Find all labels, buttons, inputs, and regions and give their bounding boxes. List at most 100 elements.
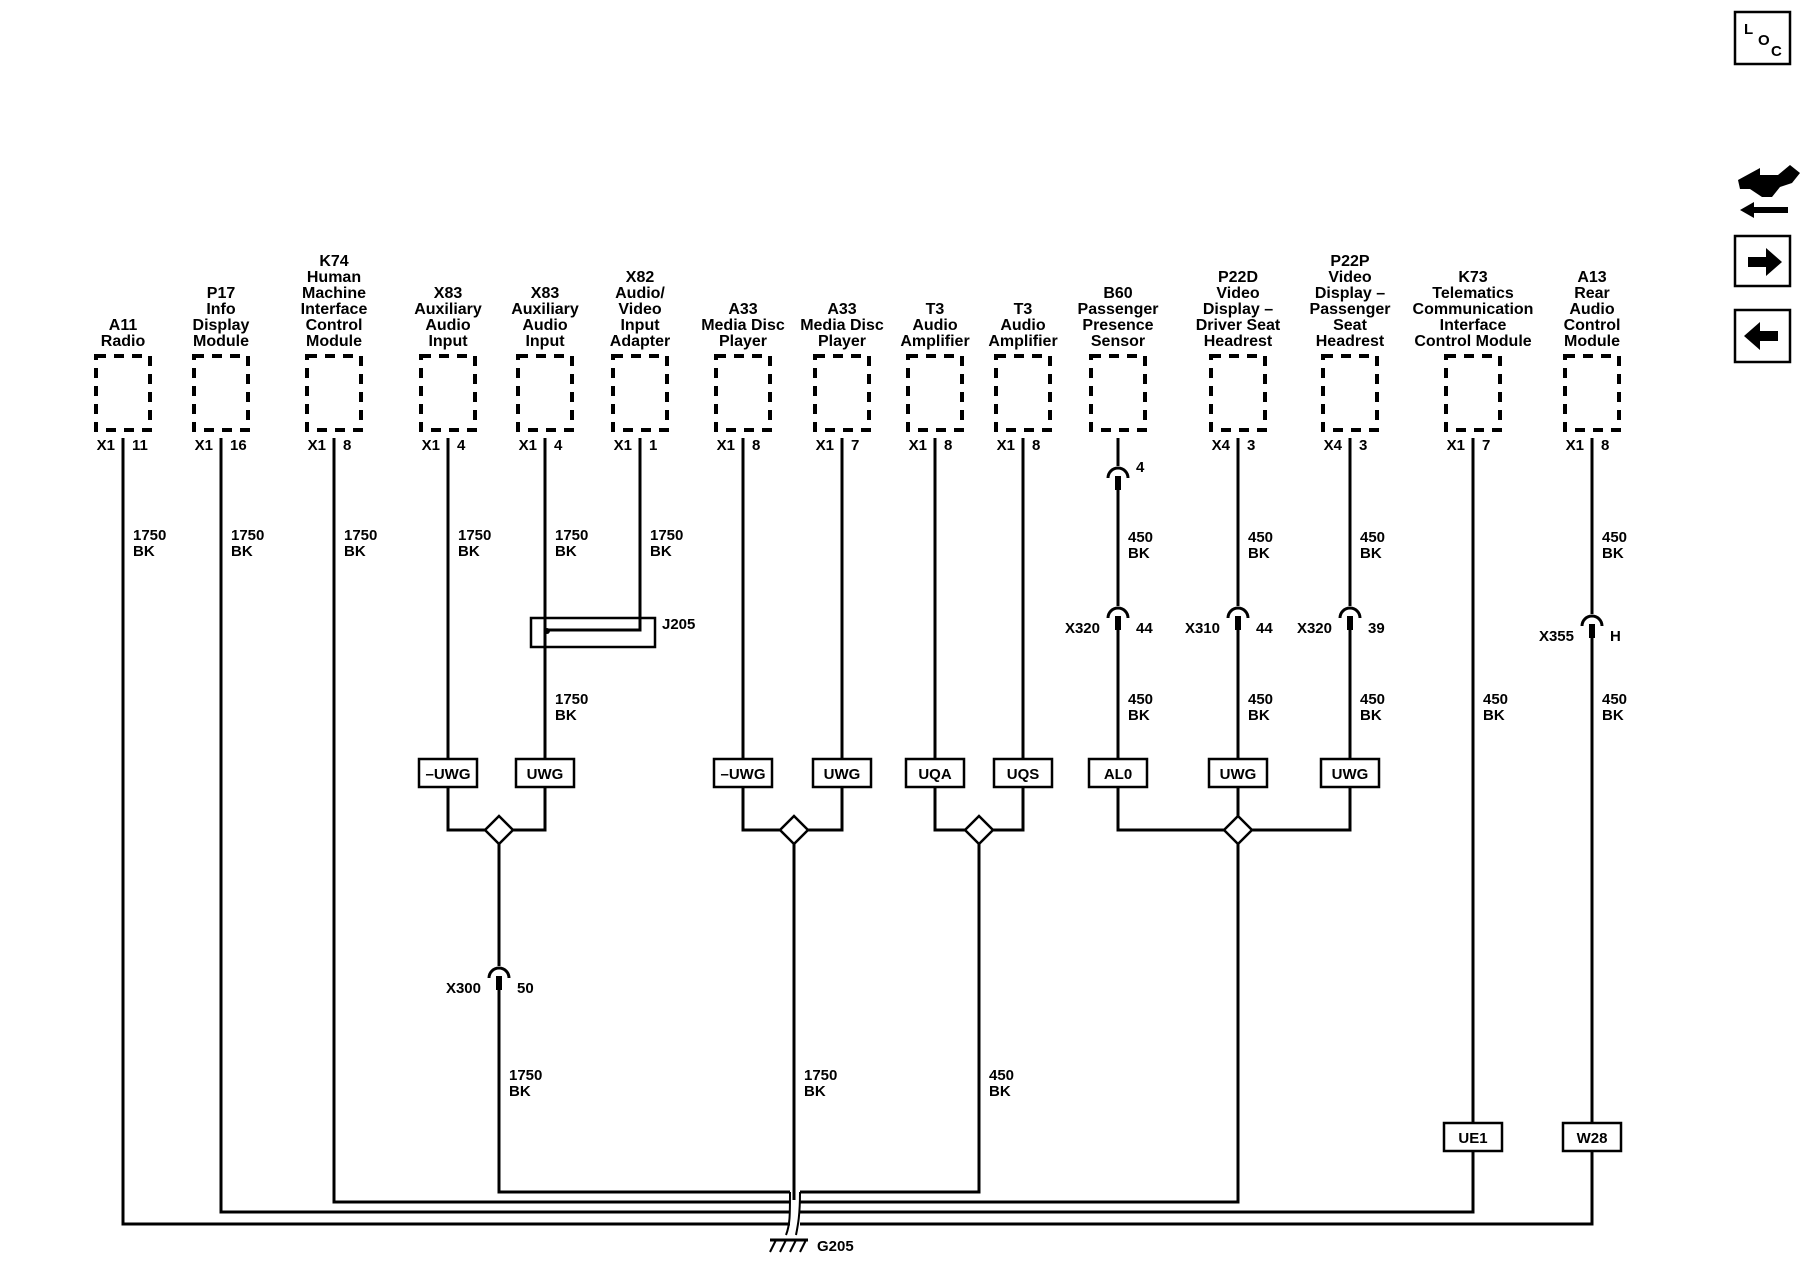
arrow-left-button[interactable]	[1733, 308, 1792, 364]
component-title-line: X83	[531, 285, 560, 302]
connector-label: X1	[1566, 437, 1584, 454]
component-title-line: A13	[1577, 269, 1606, 286]
connector-label: X4	[1212, 437, 1231, 454]
pin-label: 4	[554, 437, 563, 454]
component-title-line: Interface	[301, 301, 368, 318]
pin-label: 8	[752, 437, 760, 454]
connector-label: X1	[717, 437, 735, 454]
wire-gauge-label: BK	[804, 1083, 826, 1100]
option-code-label: UQS	[1007, 766, 1040, 783]
component-title-line: T3	[926, 301, 945, 318]
component-k73: K73TelematicsCommunicationInterfaceContr…	[1413, 269, 1534, 454]
component-title-line: X82	[626, 269, 655, 286]
component-title-line: Control	[306, 317, 363, 334]
component-title-line: Module	[306, 333, 362, 350]
connector-label: X1	[422, 437, 440, 454]
option-code-box: –UWG	[712, 757, 774, 789]
wire-gauge-label: 1750	[555, 691, 588, 708]
wire-gauge-label: BK	[650, 543, 672, 560]
option-code-label: UE1	[1458, 1130, 1487, 1147]
option-code-label: –UWG	[721, 766, 766, 783]
wire-gauge-label: 450	[989, 1067, 1014, 1084]
junctions	[483, 814, 1254, 846]
component-title-line: Video	[1328, 269, 1372, 286]
component-title-line: Control	[1564, 317, 1621, 334]
wire-labels: 1750BK1750BK1750BK1750BK1750BK1750BK1750…	[133, 527, 1627, 1100]
inline-connector-name: X300	[446, 980, 481, 997]
component-box	[906, 354, 964, 432]
wire-gauge-label: 1750	[509, 1067, 542, 1084]
component-title-line: Display –	[1203, 301, 1273, 318]
component-box	[611, 354, 669, 432]
option-code-box: UQS	[992, 757, 1054, 789]
wire-gauge-label: 1750	[133, 527, 166, 544]
component-title-line: Control Module	[1414, 333, 1531, 350]
component-title-line: K74	[319, 253, 348, 270]
component-title-line: Headrest	[1316, 333, 1385, 350]
wire-gauge-label: 450	[1483, 691, 1508, 708]
component-title-line: Driver Seat	[1196, 317, 1281, 334]
splice-j205: J205	[529, 616, 695, 649]
wire-gauge-label: 1750	[650, 527, 683, 544]
component-title-line: Radio	[101, 333, 146, 350]
component-title-line: Seat	[1333, 317, 1367, 334]
connector-label: X1	[97, 437, 115, 454]
component-title-line: Human	[307, 269, 361, 286]
component-box	[813, 354, 871, 432]
wires	[121, 438, 1594, 1226]
component-box	[1089, 354, 1147, 432]
connector-label: X1	[1447, 437, 1465, 454]
wire-gauge-label: BK	[509, 1083, 531, 1100]
wire-gauge-label: BK	[344, 543, 366, 560]
component-box	[516, 354, 574, 432]
option-code-box: UWG	[514, 757, 576, 789]
pin-label: 8	[1601, 437, 1609, 454]
pin-label: 3	[1359, 437, 1367, 454]
component-title-line: Amplifier	[900, 333, 969, 350]
component-title-line: X83	[434, 285, 463, 302]
wire-gauge-label: BK	[555, 707, 577, 724]
wire-gauge-label: BK	[1248, 545, 1270, 562]
inline-connector-name: X320	[1297, 620, 1332, 637]
component-title-line: K73	[1458, 269, 1487, 286]
component-box	[1209, 354, 1267, 432]
connector-label: X1	[614, 437, 632, 454]
component-title-line: Module	[1564, 333, 1620, 350]
component-box	[419, 354, 477, 432]
option-code-box: UWG	[1207, 757, 1269, 789]
arrow-right-button[interactable]	[1733, 234, 1792, 288]
component-title-line: P22D	[1218, 269, 1258, 286]
connector-label: X4	[1324, 437, 1343, 454]
pin-label: 1	[649, 437, 657, 454]
component-title-line: T3	[1014, 301, 1033, 318]
component-title-line: Audio	[912, 317, 958, 334]
option-code-label: UWG	[824, 766, 861, 783]
component-box	[192, 354, 250, 432]
swap-icon[interactable]	[1738, 165, 1800, 218]
component-title-line: Audio	[1569, 301, 1615, 318]
wire-gauge-label: 450	[1128, 691, 1153, 708]
wire-gauge-label: BK	[1128, 545, 1150, 562]
inline-connector-b60-pin: 4	[1106, 459, 1145, 490]
option-code-box: W28	[1561, 1121, 1623, 1153]
component-title-line: B60	[1103, 285, 1132, 302]
wire-gauge-label: BK	[989, 1083, 1011, 1100]
component-title-line: A33	[728, 301, 757, 318]
component-title-line: Telematics	[1432, 285, 1514, 302]
component-box	[994, 354, 1052, 432]
location-button[interactable]: L O C	[1733, 10, 1792, 66]
component-title-line: Audio	[522, 317, 568, 334]
pin-label: 8	[1032, 437, 1040, 454]
wire-gauge-label: BK	[1128, 707, 1150, 724]
component-title-line: Player	[818, 333, 866, 350]
component-title-line: Video	[1216, 285, 1260, 302]
pin-label: 7	[851, 437, 859, 454]
